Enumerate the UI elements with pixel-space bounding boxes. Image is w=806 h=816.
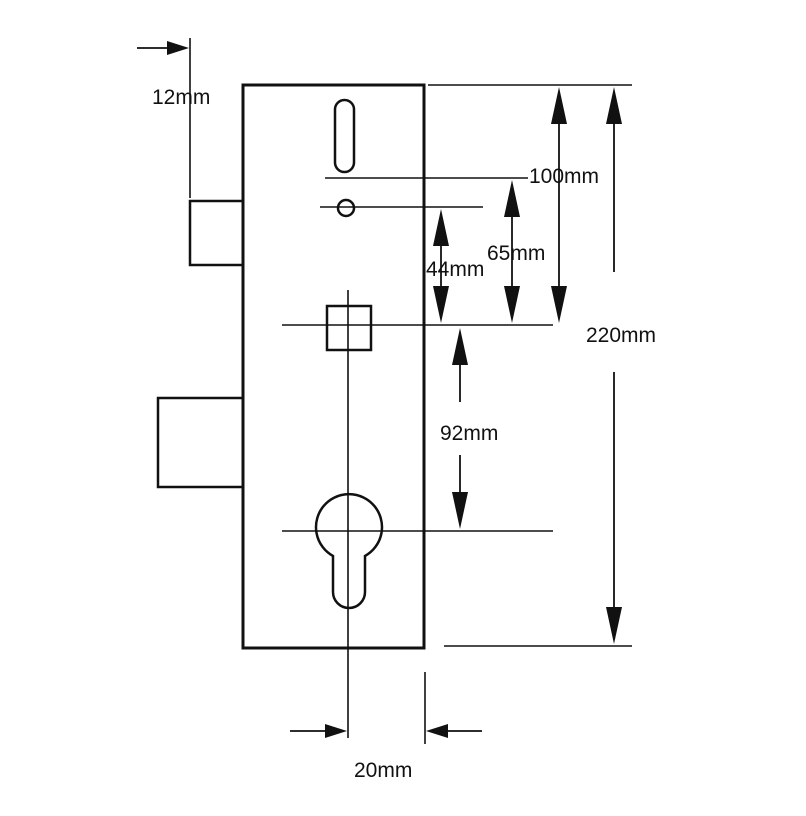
dim-220mm-arrow-bottom (606, 607, 622, 644)
spindle-follower (325, 304, 373, 352)
dim-65mm-arrow-bottom (504, 286, 520, 323)
lock-case-body (241, 83, 426, 650)
label-65mm: 65mm (487, 242, 545, 265)
label-12mm: 12mm (152, 86, 210, 109)
latch-bolt (188, 199, 243, 267)
dim-12mm-arrow (167, 41, 189, 55)
dim-20mm-arrow-right (426, 724, 448, 738)
label-20mm: 20mm (354, 759, 412, 782)
dim-220mm-arrow-top (606, 87, 622, 124)
label-220mm: 220mm (586, 324, 656, 347)
top-slot (333, 98, 356, 174)
dim-100mm-arrow-bottom (551, 286, 567, 323)
small-hole (336, 198, 356, 218)
label-44mm: 44mm (426, 258, 484, 281)
label-92mm: 92mm (440, 422, 498, 445)
dead-bolt (156, 396, 243, 489)
label-100mm: 100mm (529, 165, 599, 188)
dim-65mm-arrow-top (504, 180, 520, 217)
euro-cylinder-cutout (314, 492, 384, 610)
dim-44mm-arrow-top (433, 209, 449, 246)
dim-44mm-arrow-bottom (433, 286, 449, 323)
dim-92mm-arrow-top (452, 328, 468, 365)
dim-20mm-arrow-left (325, 724, 347, 738)
dim-100mm-arrow-top (551, 87, 567, 124)
dim-92mm-arrow-bottom (452, 492, 468, 529)
